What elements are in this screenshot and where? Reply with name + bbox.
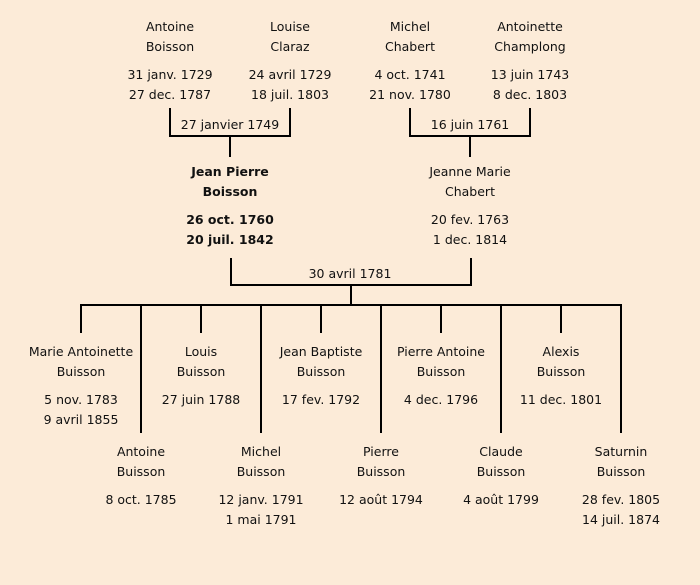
connector-line bbox=[169, 108, 171, 137]
person-last-name: Buisson bbox=[536, 364, 586, 379]
birth-date: 31 janv. 1729 bbox=[127, 67, 213, 82]
person-last-name: Buisson bbox=[56, 364, 106, 379]
death-date: 1 mai 1791 bbox=[225, 512, 297, 527]
marriage-date: 16 juin 1761 bbox=[430, 117, 510, 132]
birth-date: 8 oct. 1785 bbox=[105, 492, 177, 507]
person-last-name: Buisson bbox=[236, 464, 286, 479]
person-last-name: Buisson bbox=[596, 464, 646, 479]
person-last-name: Buisson bbox=[356, 464, 406, 479]
connector-line bbox=[350, 284, 352, 306]
connector-line bbox=[469, 135, 471, 157]
person-first-name: Antoinette bbox=[497, 19, 563, 34]
connector-line bbox=[260, 305, 262, 433]
connector-line bbox=[500, 305, 502, 433]
person-last-name: Buisson bbox=[476, 464, 526, 479]
death-date: 8 dec. 1803 bbox=[492, 87, 568, 102]
person-last-name: Chabert bbox=[445, 184, 495, 199]
birth-date: 12 janv. 1791 bbox=[218, 492, 304, 507]
person-first-name: Pierre bbox=[363, 444, 399, 459]
marriage-date: 27 janvier 1749 bbox=[180, 117, 280, 132]
person-last-name: Boisson bbox=[202, 184, 258, 199]
birth-date: 13 juin 1743 bbox=[490, 67, 570, 82]
person-last-name: Buisson bbox=[176, 364, 226, 379]
person-last-name: Buisson bbox=[296, 364, 346, 379]
birth-date: 12 août 1794 bbox=[339, 492, 423, 507]
person-last-name: Boisson bbox=[145, 39, 195, 54]
connector-line bbox=[140, 305, 142, 433]
connector-line bbox=[229, 135, 231, 157]
birth-date: 5 nov. 1783 bbox=[44, 392, 118, 407]
person-first-name: Jeanne Marie bbox=[429, 164, 511, 179]
connector-line bbox=[440, 305, 442, 333]
marriage-date: 30 avril 1781 bbox=[308, 266, 392, 281]
connector-line bbox=[380, 305, 382, 433]
person-first-name: Michel bbox=[389, 19, 431, 34]
birth-date: 11 dec. 1801 bbox=[519, 392, 603, 407]
connector-line bbox=[80, 305, 82, 333]
connector-line bbox=[80, 304, 622, 306]
connector-line bbox=[230, 258, 232, 286]
person-first-name: Jean Pierre bbox=[191, 164, 269, 179]
connector-line bbox=[560, 305, 562, 333]
person-last-name: Buisson bbox=[416, 364, 466, 379]
connector-line bbox=[200, 305, 202, 333]
person-first-name: Jean Baptiste bbox=[279, 344, 363, 359]
connector-line bbox=[409, 108, 411, 137]
birth-date: 26 oct. 1760 bbox=[186, 212, 274, 227]
person-last-name: Buisson bbox=[116, 464, 166, 479]
person-first-name: Louise bbox=[270, 19, 310, 34]
person-last-name: Chabert bbox=[385, 39, 435, 54]
person-first-name: Saturnin bbox=[594, 444, 648, 459]
connector-line bbox=[529, 108, 531, 137]
person-first-name: Michel bbox=[240, 444, 282, 459]
connector-line bbox=[320, 305, 322, 333]
birth-date: 17 fev. 1792 bbox=[281, 392, 361, 407]
birth-date: 27 juin 1788 bbox=[161, 392, 241, 407]
person-last-name: Champlong bbox=[494, 39, 566, 54]
connector-line bbox=[620, 305, 622, 433]
birth-date: 20 fev. 1763 bbox=[430, 212, 510, 227]
person-first-name: Alexis bbox=[542, 344, 580, 359]
death-date: 21 nov. 1780 bbox=[369, 87, 451, 102]
death-date: 9 avril 1855 bbox=[43, 412, 119, 427]
connector-line bbox=[470, 258, 472, 286]
connector-line bbox=[289, 108, 291, 137]
death-date: 18 juil. 1803 bbox=[251, 87, 329, 102]
person-first-name: Marie Antoinette bbox=[28, 344, 134, 359]
death-date: 1 dec. 1814 bbox=[432, 232, 508, 247]
person-first-name: Pierre Antoine bbox=[397, 344, 485, 359]
birth-date: 28 fev. 1805 bbox=[581, 492, 661, 507]
person-first-name: Claude bbox=[479, 444, 523, 459]
birth-date: 24 avril 1729 bbox=[248, 67, 332, 82]
birth-date: 4 août 1799 bbox=[463, 492, 539, 507]
death-date: 20 juil. 1842 bbox=[186, 232, 274, 247]
person-first-name: Antoine bbox=[116, 444, 166, 459]
person-last-name: Claraz bbox=[270, 39, 310, 54]
person-first-name: Louis bbox=[184, 344, 218, 359]
birth-date: 4 oct. 1741 bbox=[374, 67, 446, 82]
person-first-name: Antoine bbox=[145, 19, 195, 34]
death-date: 14 juil. 1874 bbox=[582, 512, 660, 527]
birth-date: 4 dec. 1796 bbox=[403, 392, 479, 407]
death-date: 27 dec. 1787 bbox=[128, 87, 212, 102]
